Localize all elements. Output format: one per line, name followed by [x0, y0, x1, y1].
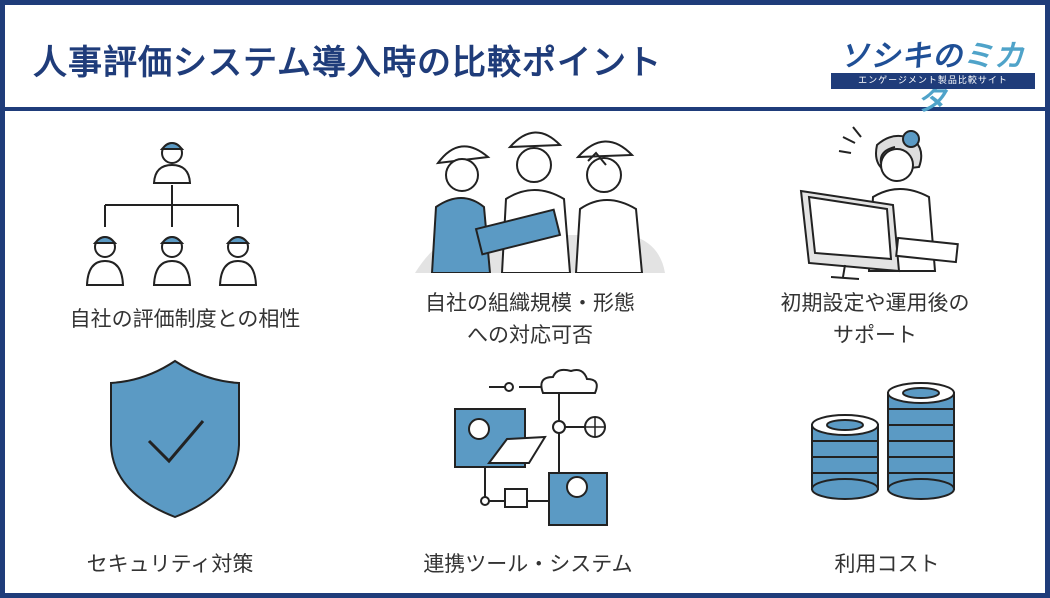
item-label-integration: 連携ツール・システム — [423, 552, 633, 576]
item-label-org-size-line1: 自社の組織規模・形態 — [425, 291, 635, 315]
item-label-eval-fit: 自社の評価制度との相性 — [69, 307, 301, 331]
shield-check-icon — [110, 359, 240, 519]
org-chart-icon — [85, 142, 258, 286]
check-mark-icon — [147, 420, 205, 464]
page-title: 人事評価システム導入時の比較ポイント — [33, 43, 662, 83]
person-top — [152, 142, 192, 184]
chat-bubble-icon — [504, 488, 528, 508]
header: 人事評価システム導入時の比較ポイント ソシキのミカタ エンゲージメント製品比較サ… — [5, 5, 1045, 118]
network-integration-icon — [454, 368, 608, 526]
coins-stack-icon — [811, 382, 955, 500]
support-operator-icon — [799, 126, 959, 280]
logo-wordmark: ソシキのミカタ — [827, 31, 1037, 119]
item-label-support-line1: 初期設定や運用後の — [780, 291, 970, 315]
item-label-org-size-line2: への対応可否 — [467, 323, 593, 347]
item-label-support: 初期設定や運用後の サポート — [705, 287, 1045, 351]
logo-wordmark-a: ソシキの — [839, 39, 963, 74]
item-label-security: セキュリティ対策 — [86, 552, 254, 576]
item-label-cost: 利用コスト — [834, 552, 940, 576]
item-label-org-size: 自社の組織規模・形態 への対応可否 — [360, 287, 700, 351]
site-logo[interactable]: ソシキのミカタ エンゲージメント製品比較サイト — [827, 31, 1037, 118]
workers-icon — [415, 131, 665, 273]
item-label-support-line2: サポート — [833, 323, 917, 347]
logo-tagline: エンゲージメント製品比較サイト — [831, 73, 1035, 89]
